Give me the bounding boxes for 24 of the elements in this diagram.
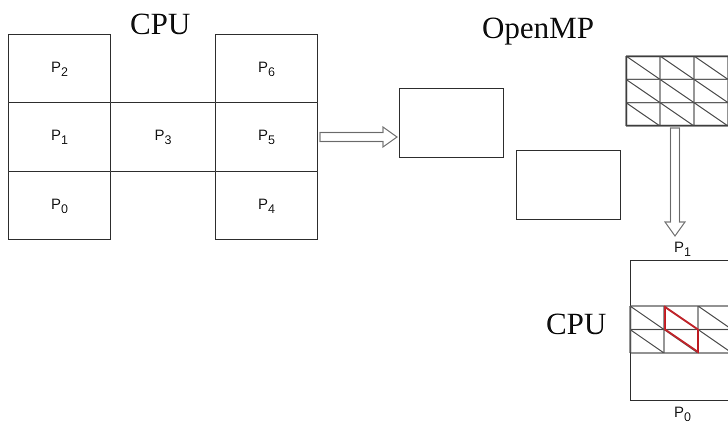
partition-label: P$_{1}$ bbox=[51, 127, 68, 147]
partition-label: P$_{4}$ bbox=[258, 196, 275, 216]
partition-label: P$_{0}$ bbox=[674, 404, 691, 424]
domain-region bbox=[630, 352, 728, 424]
partition-label: P$_{3}$ bbox=[154, 127, 172, 147]
empty-box bbox=[516, 150, 621, 220]
heading: CPU bbox=[546, 308, 606, 339]
empty-box bbox=[399, 88, 504, 158]
heading: OpenMP bbox=[482, 12, 594, 43]
hollow-arrow bbox=[319, 126, 398, 148]
partition-box bbox=[8, 34, 111, 103]
partition-box bbox=[110, 102, 216, 172]
partition-box bbox=[215, 34, 318, 103]
partition-label: P$_{2}$ bbox=[51, 58, 68, 78]
heading: CPU bbox=[130, 8, 190, 39]
mesh-strip-drawing bbox=[630, 306, 728, 353]
partition-box bbox=[215, 171, 318, 240]
mesh-drawing bbox=[626, 56, 728, 126]
partition-label: P$_{0}$ bbox=[51, 196, 68, 216]
partition-label: P$_{6}$ bbox=[258, 58, 275, 78]
partition-box bbox=[8, 171, 111, 240]
partition-label: P$_{5}$ bbox=[258, 127, 275, 147]
partition-label: P$_{1}$ bbox=[674, 239, 691, 259]
hollow-arrow bbox=[664, 127, 686, 238]
